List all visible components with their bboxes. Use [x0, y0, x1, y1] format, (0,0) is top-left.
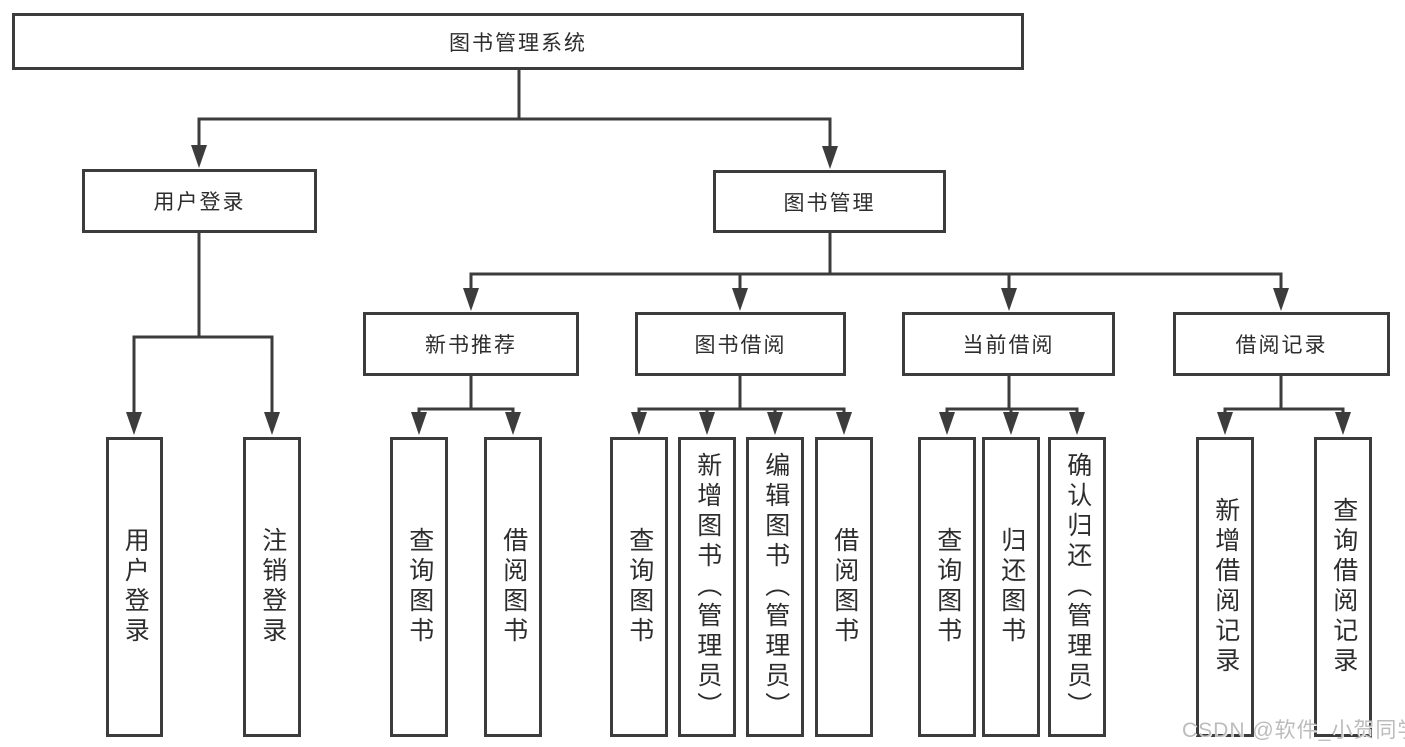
- leaf-confirm-return-admin: 确认归还（管理员）: [1048, 437, 1106, 737]
- node-book-borrowing-label: 图书借阅: [694, 334, 787, 357]
- leaf-user-login: 用户登录: [106, 437, 163, 737]
- leaf-borrow-books-recommend-label: 借阅图书: [499, 527, 528, 647]
- node-book-borrowing: 图书借阅: [635, 312, 846, 376]
- csdn-watermark: CSDN @软件_小贺同学: [1182, 719, 1405, 742]
- leaf-edit-book-admin: 编辑图书（管理员）: [746, 437, 804, 737]
- node-borrowing-records-label: 借阅记录: [1235, 334, 1328, 357]
- node-new-book-recommendation-label: 新书推荐: [425, 334, 517, 357]
- node-user-login-label: 用户登录: [153, 191, 246, 214]
- node-book-management: 图书管理: [713, 170, 946, 233]
- leaf-query-borrow-record: 查询借阅记录: [1314, 437, 1372, 737]
- node-book-management-label: 图书管理: [783, 191, 876, 215]
- leaf-add-borrow-record: 新增借阅记录: [1196, 437, 1254, 737]
- leaf-return-books-label: 归还图书: [997, 527, 1026, 647]
- node-current-borrowing-label: 当前借阅: [962, 334, 1055, 357]
- leaf-add-book-admin-label: 新增图书（管理员）: [693, 452, 722, 722]
- leaf-user-login-label: 用户登录: [121, 527, 150, 647]
- leaf-add-borrow-record-label: 新增借阅记录: [1211, 497, 1240, 677]
- leaf-borrow-books: 借阅图书: [815, 437, 873, 737]
- node-user-login: 用户登录: [82, 169, 317, 233]
- leaf-edit-book-admin-label: 编辑图书（管理员）: [761, 452, 790, 722]
- leaf-query-books-borrow-label: 查询图书: [625, 527, 654, 647]
- node-current-borrowing: 当前借阅: [902, 312, 1115, 376]
- node-root-label: 图书管理系统: [449, 31, 587, 55]
- leaf-query-borrow-record-label: 查询借阅记录: [1329, 497, 1358, 677]
- leaf-query-books-recommend: 查询图书: [390, 437, 448, 737]
- leaf-query-books-recommend-label: 查询图书: [405, 527, 434, 647]
- leaf-logout-label: 注销登录: [258, 527, 287, 647]
- leaf-query-books-current: 查询图书: [918, 437, 976, 737]
- leaf-borrow-books-label: 借阅图书: [830, 527, 859, 647]
- node-root: 图书管理系统: [12, 13, 1024, 70]
- leaf-query-books-current-label: 查询图书: [933, 527, 962, 647]
- leaf-logout: 注销登录: [243, 437, 301, 737]
- leaf-add-book-admin: 新增图书（管理员）: [678, 437, 736, 737]
- leaf-confirm-return-admin-label: 确认归还（管理员）: [1063, 452, 1092, 722]
- leaf-borrow-books-recommend: 借阅图书: [484, 437, 542, 737]
- leaf-return-books: 归还图书: [982, 437, 1040, 737]
- leaf-query-books-borrow: 查询图书: [610, 437, 668, 737]
- node-borrowing-records: 借阅记录: [1173, 312, 1390, 376]
- node-new-book-recommendation: 新书推荐: [363, 312, 579, 376]
